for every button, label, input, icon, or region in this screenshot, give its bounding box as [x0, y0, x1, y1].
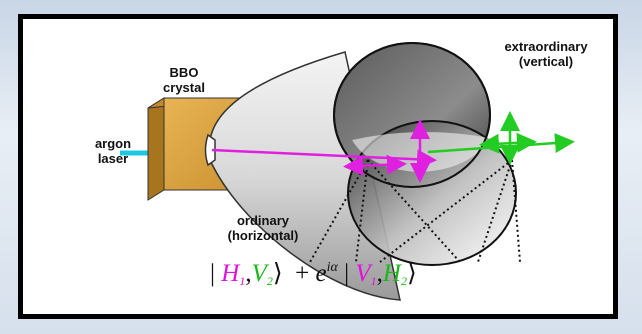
h2-subscript: 2 [400, 274, 407, 288]
phase-exponent: iα [326, 260, 338, 275]
diagram-panel: argon laser BBO crystal extraordinary (v… [23, 19, 613, 314]
extraordinary-ring-outline [333, 42, 491, 188]
signal-photon-h-arrow [343, 154, 407, 176]
ket-close-2: ⟩ [406, 260, 417, 287]
bbo-crystal-label: BBO crystal [163, 65, 205, 95]
comma-1: , [245, 260, 252, 287]
projection-lines [309, 159, 521, 263]
extraordinary-label: extraordinary (vertical) [504, 39, 588, 69]
h1-symbol: H [221, 260, 240, 287]
v2-subscript: 2 [266, 274, 273, 288]
entangled-state-formula: | H1,V2⟩ + eiα | V1,H2⟩ [210, 258, 610, 298]
cone-tip [204, 133, 216, 167]
v1-symbol: V [355, 260, 371, 287]
phase-e: e [315, 260, 327, 287]
plus-sign: + [295, 260, 310, 287]
v1-subscript: 1 [370, 274, 377, 288]
h1-subscript: 1 [239, 274, 246, 288]
ket-close-1: ⟩ [272, 260, 283, 287]
comma-2: , [376, 260, 383, 287]
idler-photon-h-arrow [479, 132, 537, 154]
v2-symbol: V [251, 260, 267, 287]
ket-open-1: | [210, 260, 216, 287]
diagram-graphic [120, 42, 575, 301]
h2-symbol: H [382, 260, 401, 287]
ordinary-label: ordinary (horizontal) [227, 213, 299, 243]
ket-open-2: | [344, 260, 350, 287]
argon-laser-label: argon laser [94, 136, 132, 166]
